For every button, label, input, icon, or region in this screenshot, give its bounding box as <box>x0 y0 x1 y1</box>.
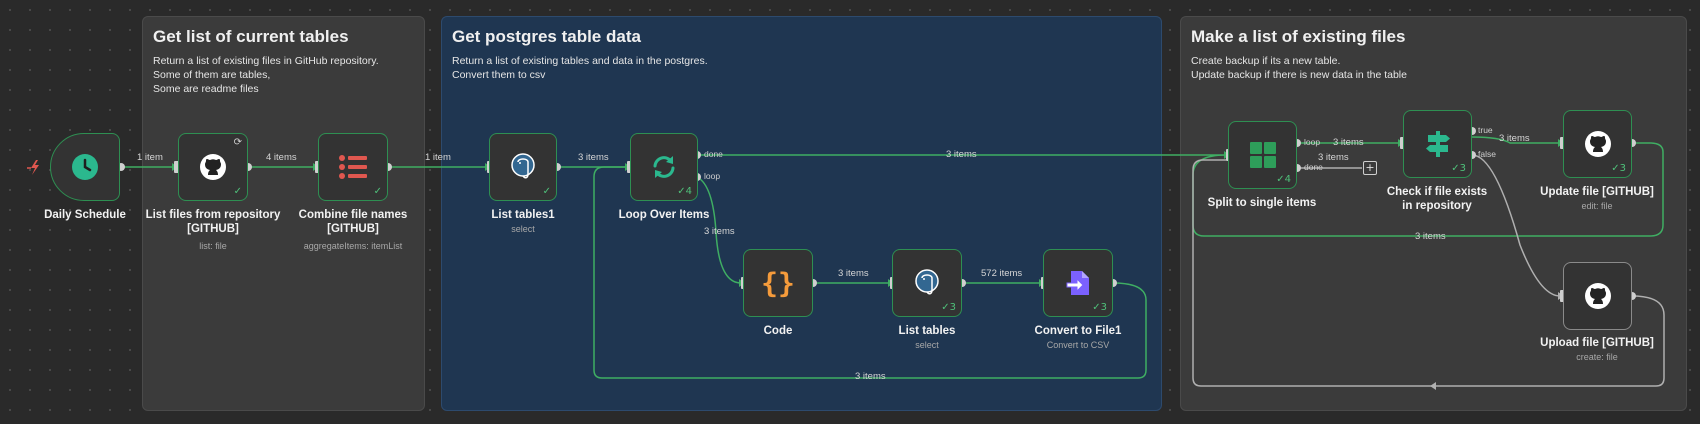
loop-icon <box>649 152 679 182</box>
success-check-icon: ✓ <box>373 186 382 197</box>
clock-icon <box>70 152 100 182</box>
node-list-tables[interactable]: ✓3 <box>892 249 962 317</box>
node-convert-to-file1[interactable]: ✓3 <box>1043 249 1113 317</box>
sticky-line: Update backup if there is new data in th… <box>1191 69 1407 81</box>
connection-upload-back-to-split <box>1192 159 1665 387</box>
node-update-file[interactable]: ✓3 <box>1563 110 1632 178</box>
node-title: Check if file exists in repository <box>1386 186 1488 212</box>
sticky-line: Return a list of existing files in GitHu… <box>153 55 379 67</box>
github-icon <box>1583 281 1613 311</box>
edge-label: 3 items <box>704 226 735 237</box>
edge-label: 1 item <box>137 152 163 163</box>
node-subtitle: aggregateItems: itemList <box>303 241 403 251</box>
github-icon <box>1583 129 1613 159</box>
connection-loop-done-to-split <box>697 142 1664 237</box>
edge-label: 4 items <box>266 152 297 163</box>
connection-loop-to-code <box>696 176 742 284</box>
node-title: Daily Schedule <box>44 209 126 221</box>
edge-label: 3 items <box>1499 133 1530 144</box>
sticky-get-postgres-table-data[interactable]: Get postgres table data Return a list of… <box>441 16 1162 411</box>
node-title: Combine file names [GITHUB] <box>298 209 408 235</box>
github-icon <box>198 152 228 182</box>
node-subtitle: Convert to CSV <box>1046 340 1110 350</box>
grid-icon <box>1248 140 1278 170</box>
input-port <box>174 161 179 173</box>
edge-label: 3 items <box>1415 231 1446 242</box>
success-count-badge: ✓3 <box>1092 302 1107 313</box>
success-count-badge: ✓4 <box>1276 174 1291 185</box>
port-label-true: true <box>1478 125 1493 135</box>
success-count-badge: ✓3 <box>1451 163 1466 174</box>
node-subtitle: list: file <box>199 241 227 251</box>
edge-label: 572 items <box>981 268 1023 279</box>
success-check-icon: ✓ <box>542 186 551 197</box>
node-subtitle: edit: file <box>1581 201 1613 211</box>
node-subtitle: select <box>511 224 535 234</box>
sticky-get-list-of-current-tables[interactable]: Get list of current tables Return a list… <box>142 16 425 411</box>
node-upload-file[interactable] <box>1563 262 1632 330</box>
node-list-tables1[interactable]: ✓ <box>489 133 557 201</box>
sticky-title: Get list of current tables <box>153 27 349 46</box>
node-loop-over-items[interactable]: ✓4 <box>630 133 698 201</box>
node-list-files-from-repository[interactable]: ⟳ ✓ <box>178 133 248 201</box>
connection-convert-back-to-loop <box>593 166 1147 379</box>
node-title: Split to single items <box>1207 197 1317 209</box>
node-subtitle: create: file <box>1576 352 1618 362</box>
sticky-line: Some of them are tables, <box>153 69 271 81</box>
connection-check-false-to-upload <box>1471 154 1561 297</box>
add-node-button[interactable]: + <box>1363 161 1377 175</box>
node-combine-file-names[interactable]: ✓ <box>318 133 388 201</box>
postgres-icon <box>913 268 941 298</box>
node-title: Code <box>763 325 793 337</box>
success-count-badge: ✓3 <box>941 302 956 313</box>
signpost-icon <box>1424 129 1452 159</box>
sticky-line: Some are readme files <box>153 83 259 95</box>
port-label-loop: loop <box>1304 137 1321 147</box>
edge-label: 1 item <box>425 152 451 163</box>
edge-label: 3 items <box>1333 137 1364 148</box>
node-title: List files from repository [GITHUB] <box>145 209 281 235</box>
connection-check-true-to-update <box>1471 136 1560 144</box>
sticky-make-list-of-existing-files[interactable]: Make a list of existing files Create bac… <box>1180 16 1687 411</box>
node-title: List tables1 <box>491 209 555 221</box>
sticky-title: Make a list of existing files <box>1191 27 1406 46</box>
edge-label: 3 items <box>1318 152 1349 163</box>
node-title: Update file [GITHUB] <box>1540 186 1654 198</box>
edge-label: 3 items <box>578 152 609 163</box>
sticky-title: Get postgres table data <box>452 27 641 46</box>
node-title: List tables <box>898 325 956 337</box>
node-title: Convert to File1 <box>1034 325 1122 337</box>
port-label-false: false <box>1478 149 1496 159</box>
node-daily-schedule[interactable] <box>50 133 120 201</box>
node-title: Loop Over Items <box>618 209 710 221</box>
edge-label: 3 items <box>838 268 869 279</box>
node-check-if-file-exists[interactable]: ✓3 <box>1403 110 1472 178</box>
success-count-badge: ✓4 <box>677 186 692 197</box>
list-icon <box>338 154 368 180</box>
arrowhead <box>1430 382 1436 390</box>
success-count-badge: ✓3 <box>1611 163 1626 174</box>
trigger-bolt-icon <box>31 160 39 175</box>
node-title: Upload file [GITHUB] <box>1540 337 1654 349</box>
port-label-loop: loop <box>704 171 721 181</box>
node-subtitle: select <box>915 340 939 350</box>
edge-label: 3 items <box>855 371 886 382</box>
port-label-done: done <box>1304 162 1323 172</box>
refresh-icon[interactable]: ⟳ <box>233 137 242 148</box>
sticky-line: Convert them to csv <box>452 69 546 81</box>
sticky-line: Create backup if its a new table. <box>1191 55 1341 67</box>
file-convert-icon <box>1064 268 1092 298</box>
port-label-done: done <box>704 149 723 159</box>
sticky-line: Return a list of existing tables and dat… <box>452 55 708 67</box>
node-code[interactable]: {} <box>743 249 813 317</box>
node-split-to-single-items[interactable]: ✓4 <box>1228 121 1297 189</box>
edge-label: 3 items <box>946 149 977 160</box>
postgres-icon <box>509 152 537 182</box>
braces-icon: {} <box>761 266 795 300</box>
success-check-icon: ✓ <box>233 186 242 197</box>
